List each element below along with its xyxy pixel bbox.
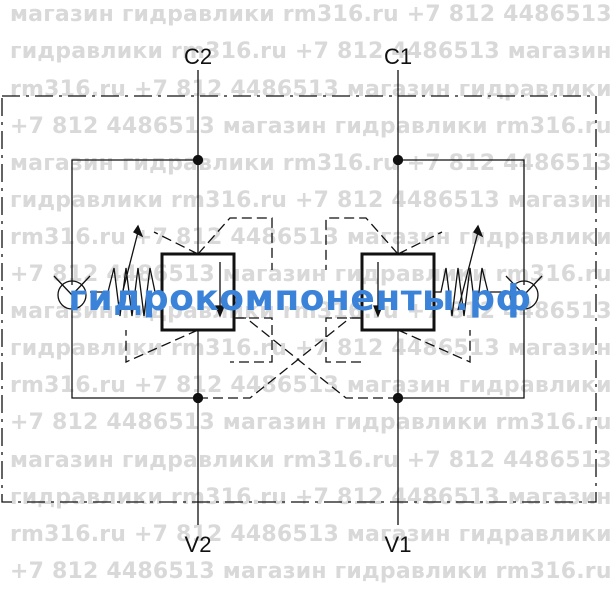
port-label-c1: C1 [383, 44, 413, 69]
right-check-ball-icon [509, 280, 539, 310]
left-loop-upper [71, 159, 198, 285]
right-spring-icon [434, 267, 506, 317]
port-label-c2: C2 [183, 44, 213, 69]
right-check-seat-icon [505, 275, 543, 296]
port-label-v2: V2 [184, 532, 212, 557]
left-arrow-head-icon [215, 305, 225, 318]
right-adjust-arrow [457, 231, 479, 311]
left-loop-lower [71, 305, 198, 399]
brand-watermark: гидрокомпоненты.рф [68, 278, 532, 319]
port-label-v1: V1 [384, 532, 412, 557]
valve-body-outline [1, 95, 597, 503]
right-adjust-arrow-head-icon [473, 224, 484, 238]
right-loop-lower [398, 305, 525, 399]
left-adjust-arrow [117, 231, 139, 311]
right-loop-upper [398, 159, 525, 285]
left-check-seat-icon [53, 275, 91, 296]
left-spring-icon [90, 267, 162, 317]
left-adjust-arrow-head-icon [133, 224, 144, 238]
right-pilot-lines [325, 217, 471, 364]
right-arrow-head-icon [373, 305, 383, 318]
left-check-ball-icon [57, 280, 87, 310]
cross-pilot-lines [198, 317, 398, 399]
left-pilot-lines [125, 217, 273, 364]
